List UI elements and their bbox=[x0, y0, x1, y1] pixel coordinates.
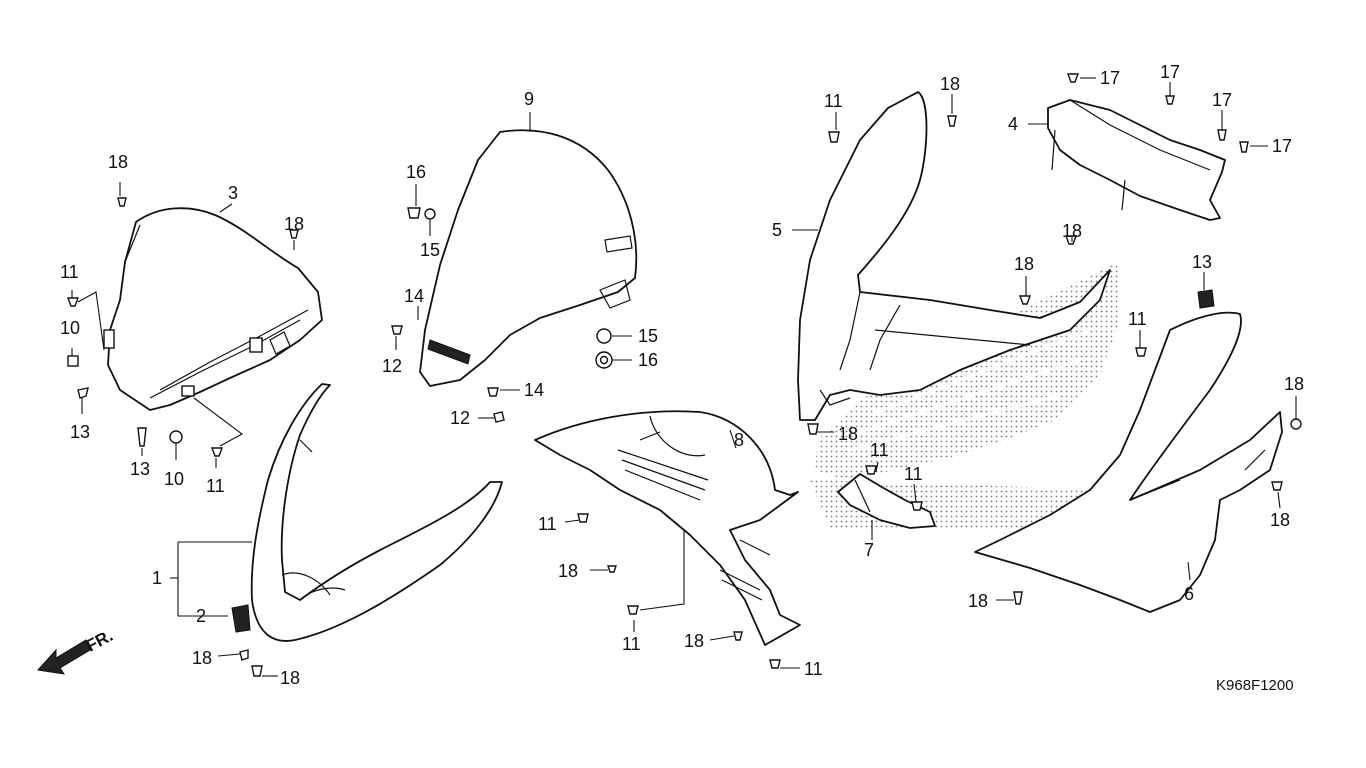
callout-18j: 18 bbox=[558, 561, 578, 581]
callout-8: 8 bbox=[734, 430, 744, 450]
callout-18c: 18 bbox=[940, 74, 960, 94]
callout-18d: 18 bbox=[1062, 221, 1082, 241]
callout-17d: 17 bbox=[1272, 136, 1292, 156]
callout-18b: 18 bbox=[284, 214, 304, 234]
callout-labels: 1 2 3 4 5 6 7 8 9 10 10 11 11 11 11 11 1… bbox=[60, 62, 1304, 688]
front-direction-marker: FR. bbox=[37, 626, 116, 675]
callout-14a: 14 bbox=[404, 286, 424, 306]
part-7-small-cover bbox=[837, 473, 936, 529]
callout-18k: 18 bbox=[684, 631, 704, 651]
callout-17c: 17 bbox=[1212, 90, 1232, 110]
callout-2: 2 bbox=[196, 606, 206, 626]
part-5-front-top-cover bbox=[797, 91, 1111, 421]
callout-1: 1 bbox=[152, 568, 162, 588]
part-1-front-cover bbox=[250, 383, 503, 642]
callout-18a: 18 bbox=[108, 152, 128, 172]
callout-11i: 11 bbox=[1128, 309, 1147, 329]
front-arrow-icon bbox=[37, 639, 91, 675]
callout-15b: 15 bbox=[638, 326, 658, 346]
part-8-inner-cover bbox=[534, 410, 801, 646]
callout-5: 5 bbox=[772, 220, 782, 240]
callout-10a: 10 bbox=[60, 318, 80, 338]
callout-18l: 18 bbox=[192, 648, 212, 668]
callout-11e: 11 bbox=[804, 659, 823, 679]
part-9-windscreen bbox=[419, 129, 638, 387]
callout-11f: 11 bbox=[824, 91, 843, 111]
callout-17b: 17 bbox=[1160, 62, 1180, 82]
fastener-glyphs bbox=[66, 73, 1302, 677]
callout-13c: 13 bbox=[1192, 252, 1212, 272]
part-6-side-cover bbox=[974, 311, 1283, 613]
part-3-upper-panel bbox=[103, 207, 323, 411]
callout-10b: 10 bbox=[164, 469, 184, 489]
leader-lines bbox=[71, 77, 1297, 677]
callout-18i: 18 bbox=[838, 424, 858, 444]
callout-6: 6 bbox=[1184, 584, 1194, 604]
callout-11d: 11 bbox=[622, 634, 641, 654]
callout-13b: 13 bbox=[130, 459, 150, 479]
callout-7: 7 bbox=[864, 540, 874, 560]
callout-13a: 13 bbox=[70, 422, 90, 442]
part-2-clip bbox=[231, 604, 251, 633]
callout-18g: 18 bbox=[1270, 510, 1290, 530]
callout-14b: 14 bbox=[524, 380, 544, 400]
callout-16a: 16 bbox=[406, 162, 426, 182]
callout-16b: 16 bbox=[638, 350, 658, 370]
callout-18m: 18 bbox=[280, 668, 300, 688]
callout-18f: 18 bbox=[1284, 374, 1304, 394]
callout-15a: 15 bbox=[420, 240, 440, 260]
diagram-code: K968F1200 bbox=[1216, 677, 1294, 694]
callout-11b: 11 bbox=[206, 476, 225, 496]
callout-9: 9 bbox=[524, 89, 534, 109]
callout-12b: 12 bbox=[450, 408, 470, 428]
callout-4: 4 bbox=[1008, 114, 1018, 134]
part-4-bracket bbox=[1047, 99, 1226, 221]
callout-11a: 11 bbox=[60, 262, 79, 282]
callout-18h: 18 bbox=[968, 591, 988, 611]
callout-11h: 11 bbox=[904, 464, 923, 484]
callout-11g: 11 bbox=[870, 440, 889, 460]
callout-12a: 12 bbox=[382, 356, 402, 376]
callout-11c: 11 bbox=[538, 514, 557, 534]
callout-17a: 17 bbox=[1100, 68, 1120, 88]
callout-3: 3 bbox=[228, 183, 238, 203]
callout-18e: 18 bbox=[1014, 254, 1034, 274]
